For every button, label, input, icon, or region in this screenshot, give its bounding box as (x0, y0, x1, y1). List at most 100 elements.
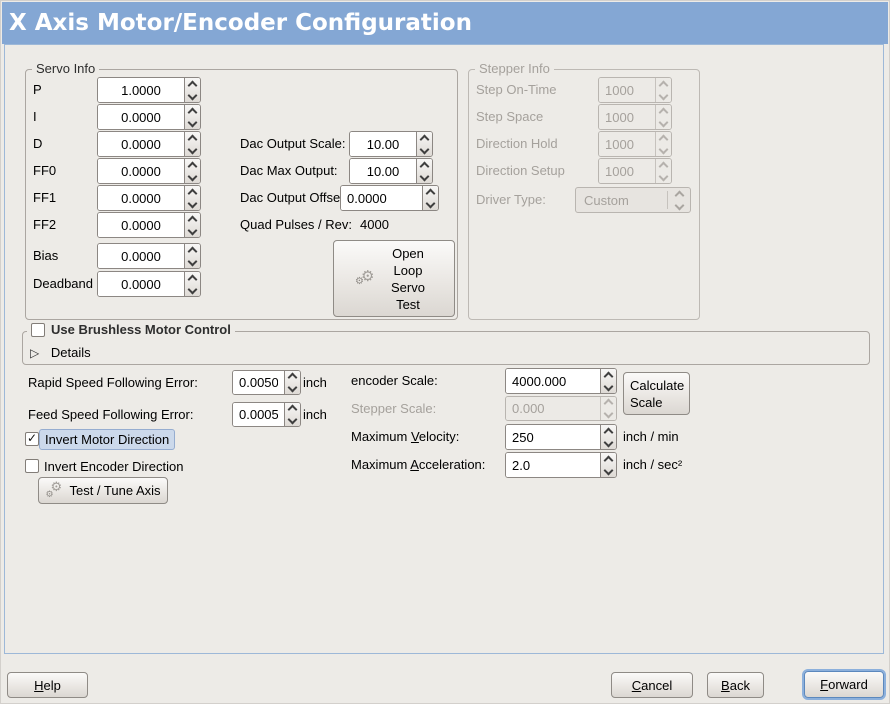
maximum-velocity-spinbox[interactable] (505, 424, 617, 450)
gears-icon: ⚙ ⚙ (45, 479, 63, 500)
forward-label: Forward (820, 677, 868, 692)
details-label[interactable]: Details (50, 345, 91, 360)
step-on-time-spin-buttons (655, 78, 671, 102)
content-area (4, 44, 884, 654)
stepper-info-frame: Stepper Info (468, 61, 700, 320)
direction-setup-spinbox (598, 158, 672, 184)
feed-following-error-spinbox[interactable] (232, 402, 301, 427)
ff0-spin-buttons[interactable] (184, 159, 200, 183)
bias-input[interactable] (98, 244, 184, 268)
dac-output-scale-spin-buttons[interactable] (416, 132, 432, 156)
brushless-checkbox[interactable] (31, 323, 45, 337)
invert-encoder-direction-label[interactable]: Invert Encoder Direction (44, 459, 184, 474)
maximum-velocity-input[interactable] (506, 425, 600, 449)
dac-output-scale-label: Dac Output Scale: (240, 136, 346, 151)
driver-type-value: Custom (584, 192, 629, 208)
feed-following-error-label: Feed Speed Following Error: (28, 407, 194, 422)
ff2-spin-buttons[interactable] (184, 213, 200, 237)
quad-pulses-value: 4000 (360, 217, 389, 232)
maximum-acceleration-spin-buttons[interactable] (600, 453, 616, 477)
combo-arrows-icon (668, 190, 690, 210)
open-loop-servo-test-button[interactable]: ⚙ ⚙ Open Loop Servo Test (333, 240, 455, 317)
ff1-input[interactable] (98, 186, 184, 210)
step-on-time-spinbox (598, 77, 672, 103)
deadband-spinbox[interactable] (97, 271, 201, 297)
back-button[interactable]: Back (707, 672, 764, 698)
dac-max-output-spinbox[interactable] (349, 158, 433, 184)
bias-spinbox[interactable] (97, 243, 201, 269)
feed-following-error-unit: inch (303, 407, 327, 422)
help-button[interactable]: Help (7, 672, 88, 698)
d-spinbox[interactable] (97, 131, 201, 157)
cancel-button[interactable]: Cancel (611, 672, 693, 698)
rapid-following-error-input[interactable] (233, 371, 284, 394)
bias-spin-buttons[interactable] (184, 244, 200, 268)
dac-output-offset-spinbox[interactable] (340, 185, 439, 211)
back-label: Back (721, 677, 750, 693)
direction-setup-label: Direction Setup (476, 163, 565, 178)
servo-label-ff1: FF1 (33, 190, 57, 205)
servo-label-p: P (33, 82, 42, 97)
encoder-scale-spinbox[interactable] (505, 368, 617, 394)
rapid-following-error-spinbox[interactable] (232, 370, 301, 395)
p-spin-buttons[interactable] (184, 78, 200, 102)
p-input[interactable] (98, 78, 184, 102)
maximum-acceleration-spinbox[interactable] (505, 452, 617, 478)
rapid-following-error-unit: inch (303, 375, 327, 390)
combo-separator (667, 191, 668, 209)
test-tune-axis-label: Test / Tune Axis (69, 483, 161, 498)
details-expander[interactable]: ▷ Details (30, 343, 91, 363)
brushless-frame: Use Brushless Motor Control (22, 322, 870, 365)
ff0-spinbox[interactable] (97, 158, 201, 184)
direction-setup-input (599, 159, 655, 183)
d-spin-buttons[interactable] (184, 132, 200, 156)
ff2-input[interactable] (98, 213, 184, 237)
rapid-following-error-label: Rapid Speed Following Error: (28, 375, 198, 390)
stepper-scale-spinbox (505, 396, 617, 421)
i-input[interactable] (98, 105, 184, 129)
direction-hold-input (599, 132, 655, 156)
brushless-label[interactable]: Use Brushless Motor Control (51, 322, 231, 337)
ff1-spin-buttons[interactable] (184, 186, 200, 210)
servo-label-ff2: FF2 (33, 217, 57, 232)
maximum-velocity-spin-buttons[interactable] (600, 425, 616, 449)
forward-button[interactable]: Forward (804, 671, 884, 698)
calculate-scale-button[interactable]: Calculate Scale (623, 372, 690, 415)
step-on-time-label: Step On-Time (476, 82, 557, 97)
servo-label-d: D (33, 136, 43, 151)
direction-setup-spin-buttons (655, 159, 671, 183)
driver-type-label: Driver Type: (476, 192, 546, 207)
ff0-input[interactable] (98, 159, 184, 183)
invert-encoder-direction-checkbox[interactable] (25, 459, 39, 473)
d-input[interactable] (98, 132, 184, 156)
dac-output-offset-input[interactable] (341, 186, 422, 210)
encoder-scale-input[interactable] (506, 369, 600, 393)
dac-max-output-spin-buttons[interactable] (416, 159, 432, 183)
deadband-input[interactable] (98, 272, 184, 296)
invert-motor-direction-label[interactable]: Invert Motor Direction (39, 429, 176, 450)
p-spinbox[interactable] (97, 77, 201, 103)
feed-following-error-input[interactable] (233, 403, 284, 426)
dac-output-offset-spin-buttons[interactable] (422, 186, 438, 210)
test-tune-axis-button[interactable]: ⚙ ⚙ Test / Tune Axis (38, 477, 168, 504)
expander-arrow-icon[interactable]: ▷ (30, 346, 40, 360)
dac-max-output-input[interactable] (350, 159, 416, 183)
i-spin-buttons[interactable] (184, 105, 200, 129)
step-space-label: Step Space (476, 109, 544, 124)
deadband-spin-buttons[interactable] (184, 272, 200, 296)
rapid-following-error-spin-buttons[interactable] (284, 371, 300, 394)
servo-label-deadband: Deadband (33, 276, 93, 291)
maximum-acceleration-input[interactable] (506, 453, 600, 477)
step-space-input (599, 105, 655, 129)
cancel-label: Cancel (631, 677, 673, 693)
invert-motor-direction-checkbox[interactable]: ✓ (25, 431, 39, 446)
encoder-scale-spin-buttons[interactable] (600, 369, 616, 393)
feed-following-error-spin-buttons[interactable] (284, 403, 300, 426)
calculate-scale-label: Calculate Scale (630, 377, 685, 410)
step-space-spinbox (598, 104, 672, 130)
dac-output-scale-spinbox[interactable] (349, 131, 433, 157)
i-spinbox[interactable] (97, 104, 201, 130)
ff1-spinbox[interactable] (97, 185, 201, 211)
ff2-spinbox[interactable] (97, 212, 201, 238)
dac-output-scale-input[interactable] (350, 132, 416, 156)
